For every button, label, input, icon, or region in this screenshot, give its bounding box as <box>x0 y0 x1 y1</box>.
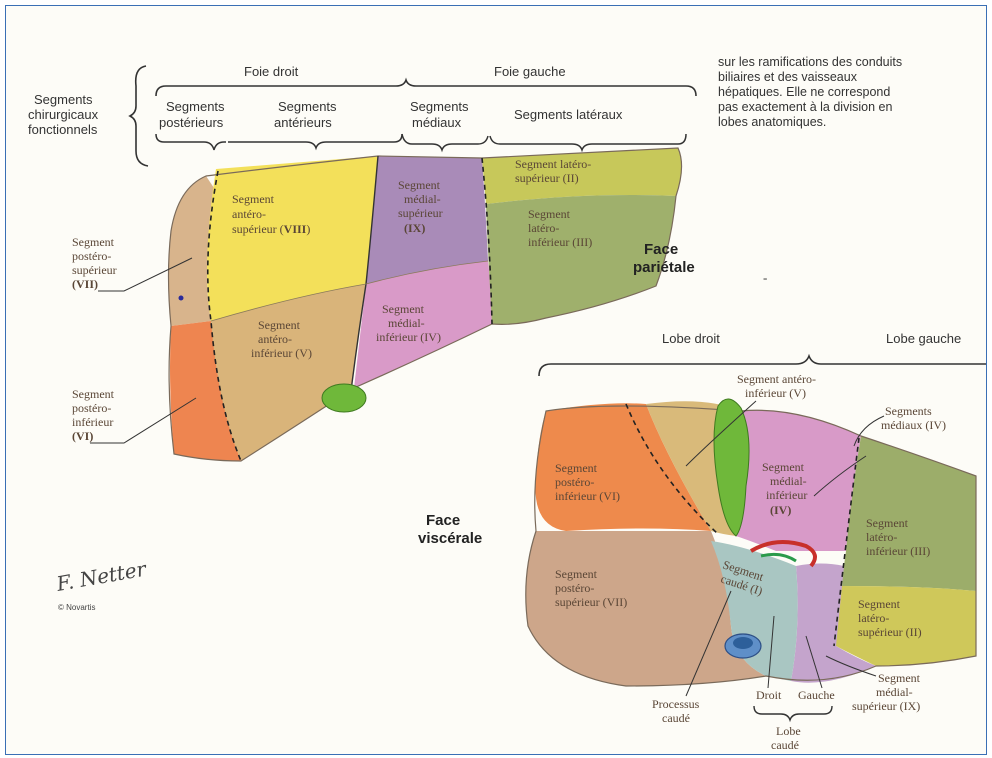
visceral-liver <box>526 399 976 686</box>
lateraux-label: Segments latéraux <box>514 107 623 122</box>
face-viscerale-title: Face <box>426 512 460 529</box>
svg-text:latéro-: latéro- <box>858 611 889 625</box>
posterieurs-label-2: postérieurs <box>159 115 224 130</box>
gallbladder-parietal <box>322 384 366 412</box>
mediaux-label-2: médiaux <box>412 115 462 130</box>
svg-text:antéro-: antéro- <box>232 207 266 221</box>
svg-text:supérieur (II): supérieur (II) <box>515 171 579 185</box>
posterieurs-label: Segments <box>166 99 225 114</box>
svg-text:caudé: caudé <box>771 738 799 752</box>
svg-text:inférieur (III): inférieur (III) <box>528 235 592 249</box>
svg-text:Segment: Segment <box>528 207 571 221</box>
svg-text:supérieur (IX): supérieur (IX) <box>852 699 920 713</box>
svg-text:antéro-: antéro- <box>258 332 292 346</box>
svg-text:supérieur (VIII): supérieur (VIII) <box>232 222 310 236</box>
svg-text:latéro-: latéro- <box>528 221 559 235</box>
svg-text:Segment: Segment <box>858 597 901 611</box>
sub-braces <box>156 134 686 150</box>
svg-text:médial-: médial- <box>876 685 913 699</box>
dash-mark: - <box>763 270 767 285</box>
svg-text:(IV): (IV) <box>770 503 791 517</box>
svg-text:sur les ramifications des cond: sur les ramifications des conduits <box>718 55 902 69</box>
svg-text:pariétale: pariétale <box>633 259 695 276</box>
explanatory-note: sur les ramifications des conduits bilia… <box>718 55 902 129</box>
anterieurs-label-2: antérieurs <box>274 115 332 130</box>
svg-text:© Novartis: © Novartis <box>58 603 95 612</box>
mediaux-label: Segments <box>410 99 469 114</box>
svg-text:inférieur (IV): inférieur (IV) <box>376 330 441 344</box>
svg-text:Segment: Segment <box>762 460 805 474</box>
svg-text:Segment: Segment <box>398 178 441 192</box>
svg-text:médial-: médial- <box>388 316 425 330</box>
svg-text:médial-: médial- <box>404 192 441 206</box>
svg-text:supérieur (II): supérieur (II) <box>858 625 922 639</box>
svg-text:Segment: Segment <box>72 235 115 249</box>
svg-text:médiaux (IV): médiaux (IV) <box>881 418 946 432</box>
svg-text:lobes anatomiques.: lobes anatomiques. <box>718 115 826 129</box>
caude-brace <box>754 706 832 720</box>
liver-diagram: Segments chirurgicaux fonctionnels Foie … <box>6 6 986 754</box>
foie-droit-label: Foie droit <box>244 64 299 79</box>
svg-text:fonctionnels: fonctionnels <box>28 122 98 137</box>
figure-frame: Segments chirurgicaux fonctionnels Foie … <box>5 5 987 755</box>
svg-text:supérieur: supérieur <box>72 263 117 277</box>
svg-text:Segment: Segment <box>555 567 598 581</box>
svg-text:inférieur: inférieur <box>766 488 807 502</box>
svg-text:supérieur: supérieur <box>398 206 443 220</box>
svg-text:Segments: Segments <box>34 92 93 107</box>
svg-text:Lobe gauche: Lobe gauche <box>886 331 961 346</box>
svg-text:Segment: Segment <box>382 302 425 316</box>
left-brace <box>130 66 148 166</box>
svg-text:Segment: Segment <box>866 516 909 530</box>
svg-text:hépatiques. Elle ne correspond: hépatiques. Elle ne correspond <box>718 85 890 99</box>
visceral-header: Lobe droit Lobe gauche <box>539 331 986 376</box>
svg-text:Segment latéro-: Segment latéro- <box>515 157 591 171</box>
svg-text:Gauche: Gauche <box>798 688 835 702</box>
svg-text:Processus: Processus <box>652 697 700 711</box>
svg-text:Segment: Segment <box>878 671 921 685</box>
svg-text:Segment: Segment <box>72 387 115 401</box>
svg-text:postéro-: postéro- <box>555 581 594 595</box>
svg-text:(IX): (IX) <box>404 221 425 235</box>
svg-text:médial-: médial- <box>770 474 807 488</box>
marker-dot <box>179 296 184 301</box>
svg-text:postéro-: postéro- <box>555 475 594 489</box>
svg-text:viscérale: viscérale <box>418 530 482 547</box>
svg-text:postéro-: postéro- <box>72 401 111 415</box>
svg-text:biliaires et des vaisseaux: biliaires et des vaisseaux <box>718 70 858 84</box>
svg-text:Segments: Segments <box>885 404 932 418</box>
svg-text:Lobe droit: Lobe droit <box>662 331 720 346</box>
svg-text:F. Netter: F. Netter <box>54 556 149 596</box>
svg-text:Segment: Segment <box>555 461 598 475</box>
svg-text:Droit: Droit <box>756 688 782 702</box>
svg-text:(VI): (VI) <box>72 429 93 443</box>
foie-gauche-label: Foie gauche <box>494 64 566 79</box>
top-brace <box>156 80 696 96</box>
vena-cava-lumen <box>733 637 753 649</box>
svg-text:Segment: Segment <box>232 192 275 206</box>
svg-text:inférieur (III): inférieur (III) <box>866 544 930 558</box>
anterieurs-label: Segments <box>278 99 337 114</box>
svg-text:inférieur: inférieur <box>72 415 113 429</box>
svg-text:pas exactement à la division e: pas exactement à la division en <box>718 100 892 114</box>
face-parietale-title: Face <box>644 241 678 258</box>
svg-text:inférieur (V): inférieur (V) <box>251 346 312 360</box>
svg-text:postéro-: postéro- <box>72 249 111 263</box>
svg-text:(VII): (VII) <box>72 277 98 291</box>
svg-text:Segment: Segment <box>258 318 301 332</box>
svg-text:chirurgicaux: chirurgicaux <box>28 107 99 122</box>
netter-signature: F. Netter © Novartis <box>54 556 149 612</box>
svg-text:Segment antéro-: Segment antéro- <box>737 372 816 386</box>
svg-text:Lobe: Lobe <box>776 724 801 738</box>
svg-text:latéro-: latéro- <box>866 530 897 544</box>
svg-text:supérieur (VII): supérieur (VII) <box>555 595 627 609</box>
svg-text:inférieur (VI): inférieur (VI) <box>555 489 620 503</box>
svg-text:inférieur (V): inférieur (V) <box>745 386 806 400</box>
svg-text:caudé: caudé <box>662 711 690 725</box>
functional-segments-label: Segments chirurgicaux fonctionnels <box>28 92 99 137</box>
